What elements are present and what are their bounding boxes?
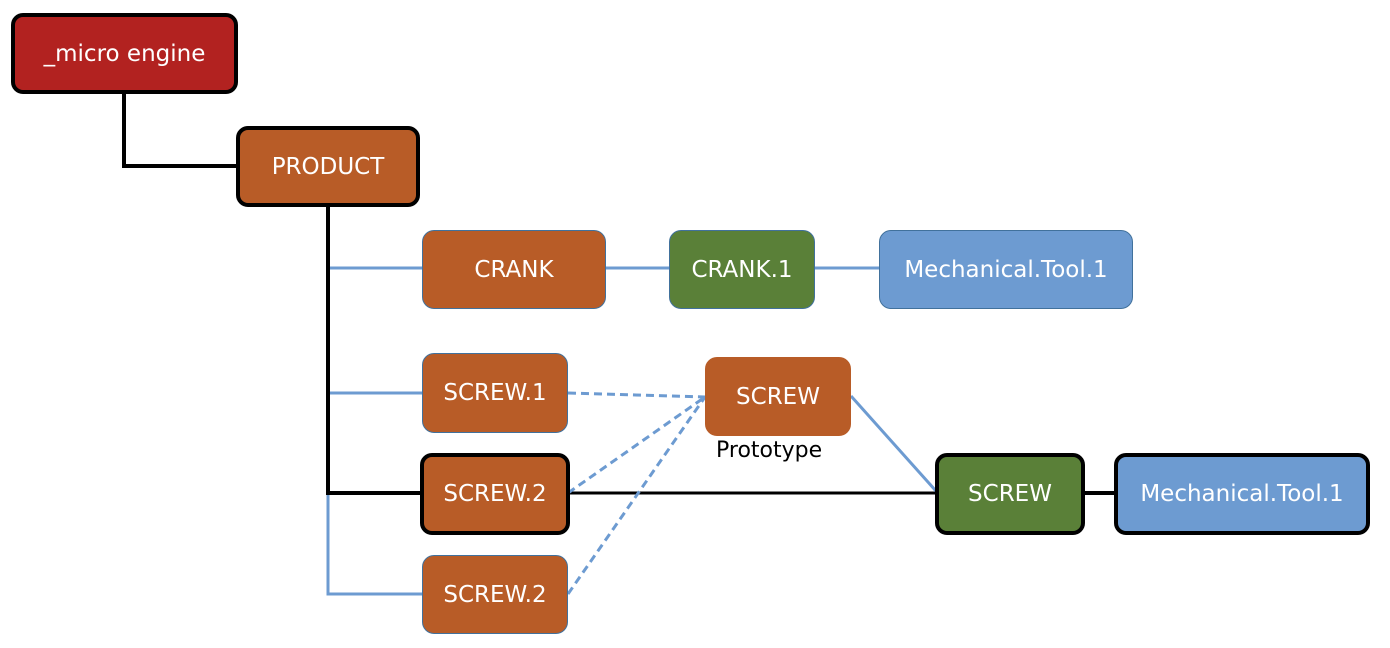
- node-micro-engine[interactable]: _micro engine: [11, 13, 238, 94]
- node-product-label: PRODUCT: [271, 153, 385, 180]
- dashed-link-screw2-proto: [567, 395, 706, 495]
- node-screw-2b[interactable]: SCREW.2: [422, 555, 568, 634]
- node-mechanical-tool-bottom[interactable]: Mechanical.Tool.1: [1114, 453, 1370, 535]
- node-screw-instance[interactable]: SCREW: [935, 453, 1085, 535]
- node-product[interactable]: PRODUCT: [236, 126, 420, 207]
- node-mechanical-tool-top-label: Mechanical.Tool.1: [904, 256, 1108, 283]
- node-screw-2-label: SCREW.2: [443, 481, 547, 507]
- link-proto-instance: [849, 394, 938, 493]
- node-screw-2b-label: SCREW.2: [443, 581, 547, 608]
- node-screw-1-label: SCREW.1: [443, 380, 547, 406]
- node-screw-prototype[interactable]: SCREW: [705, 357, 851, 436]
- node-crank[interactable]: CRANK: [422, 230, 606, 309]
- node-crank-1[interactable]: CRANK.1: [669, 230, 815, 309]
- dashed-link-screw2b-proto: [566, 396, 707, 595]
- link-engine-product: [122, 94, 238, 168]
- node-mechanical-tool-bottom-label: Mechanical.Tool.1: [1140, 481, 1344, 507]
- dashed-link-screw1-proto: [567, 391, 706, 399]
- link-product-screw2b: [326, 495, 422, 596]
- node-crank-label: CRANK: [474, 256, 554, 283]
- prototype-caption: Prototype: [716, 438, 823, 463]
- link-product-screw2: [326, 206, 422, 495]
- node-screw-2[interactable]: SCREW.2: [420, 453, 570, 535]
- node-mechanical-tool-top[interactable]: Mechanical.Tool.1: [879, 230, 1133, 309]
- node-screw-prototype-label: SCREW: [736, 383, 820, 410]
- node-crank-1-label: CRANK.1: [691, 256, 793, 283]
- node-screw-instance-label: SCREW: [968, 481, 1052, 507]
- node-screw-1[interactable]: SCREW.1: [422, 353, 568, 433]
- node-micro-engine-label: _micro engine: [43, 40, 206, 67]
